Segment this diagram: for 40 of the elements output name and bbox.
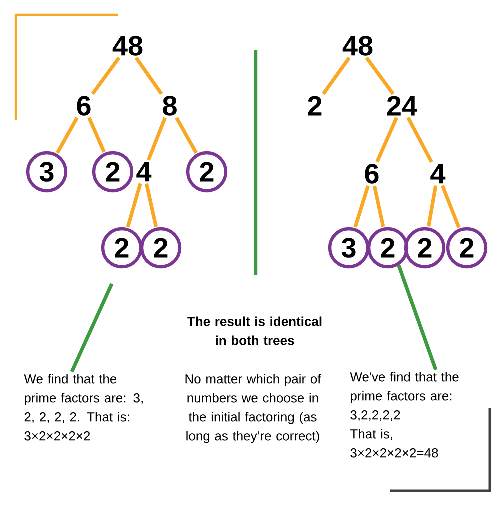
- tree-branch: [440, 185, 461, 229]
- number: 4: [136, 162, 152, 182]
- heading: The result is identical in both trees: [188, 316, 322, 346]
- number: 8: [163, 96, 177, 116]
- tree-branch: [134, 56, 164, 96]
- tree-branch: [426, 186, 438, 228]
- circled-number: 2: [446, 227, 488, 269]
- number: 6: [365, 164, 379, 184]
- number: 48: [342, 36, 373, 56]
- tree-branch: [91, 56, 121, 96]
- tree-branch: [175, 117, 198, 154]
- number: 6: [77, 96, 91, 116]
- circled-number: 2: [101, 227, 143, 269]
- tree-branch: [372, 186, 386, 228]
- tree-branch: [56, 117, 79, 154]
- circled-number: 2: [404, 227, 446, 269]
- tree-branch: [354, 186, 370, 228]
- circled-number: 2: [186, 151, 228, 193]
- circled-number: 2: [140, 227, 182, 269]
- note-text: We've find that the prime factors are: 3,2,2,2,2 That is, 3×2×2×2×2=48: [350, 372, 459, 458]
- tree-branch: [126, 183, 142, 228]
- number: 4: [430, 164, 446, 184]
- tree-branch: [88, 117, 106, 153]
- number: 48: [112, 36, 143, 56]
- tree-branch: [146, 117, 167, 161]
- leader-line: [70, 283, 114, 373]
- tree-branch: [406, 117, 434, 164]
- circled-number: 3: [328, 227, 370, 269]
- tree-branch: [322, 56, 351, 96]
- note-text: No matter which pair of numbers we choose in the initial factoring (as long as they’re correct): [186, 374, 322, 444]
- leader-line: [397, 264, 438, 371]
- circled-number: 3: [26, 151, 68, 193]
- tree-branch: [144, 183, 158, 228]
- tree-branch: [376, 117, 398, 163]
- circled-number: 2: [92, 151, 134, 193]
- number: 24: [387, 96, 418, 116]
- note-text: We find that the prime factors are: 3, 2, 2, 2, 2. That is: 3×2×2×2×2: [24, 374, 143, 441]
- number: 2: [308, 96, 322, 116]
- tree-branch: [365, 56, 395, 96]
- circled-number: 2: [367, 227, 409, 269]
